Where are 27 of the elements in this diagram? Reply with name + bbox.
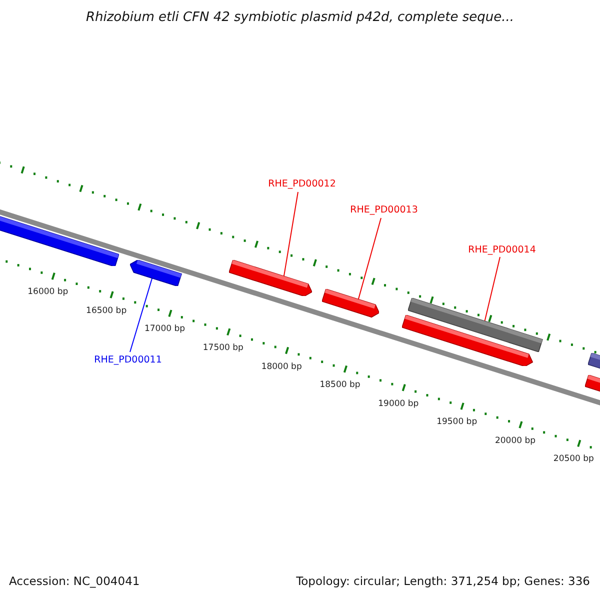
gene-label: RHE_PD00012	[268, 178, 336, 190]
leader-line	[130, 278, 153, 352]
footer-text: Accession: NC_004041	[9, 574, 140, 588]
scale-label: 20000 bp	[495, 436, 536, 446]
gene-label: RHE_PD00011	[94, 354, 162, 366]
gene-block	[130, 260, 182, 286]
scale-label: 17500 bp	[202, 343, 244, 354]
scale-label: 20500 bp	[553, 454, 594, 464]
scale-label: 17000 bp	[144, 324, 186, 334]
gene-block	[228, 260, 312, 296]
scale-label: 18500 bp	[320, 380, 360, 390]
scale-label: 16000 bp	[28, 287, 68, 298]
leader-line	[358, 218, 382, 300]
gene-block	[402, 314, 533, 366]
gene-label: RHE_PD00014	[468, 244, 536, 256]
title: Rhizobium etli CFN 42 symbiotic plasmid p42d, complete seque...	[84, 10, 516, 25]
gene-label: RHE_PD00013	[350, 204, 418, 216]
gene-block	[322, 289, 380, 318]
scale-label: 18000 bp	[261, 362, 302, 372]
scale-label: 16500 bp	[86, 306, 127, 316]
leader-line	[484, 256, 500, 322]
scale-label: 19500 bp	[436, 417, 478, 428]
gene-bar	[584, 374, 600, 392]
gene-bar	[588, 353, 600, 370]
scale-label: 19000 bp	[378, 398, 419, 409]
leader-line	[283, 192, 298, 277]
footer-text: Topology: circular; Length: 371,254 bp; Genes: 336	[296, 574, 590, 588]
